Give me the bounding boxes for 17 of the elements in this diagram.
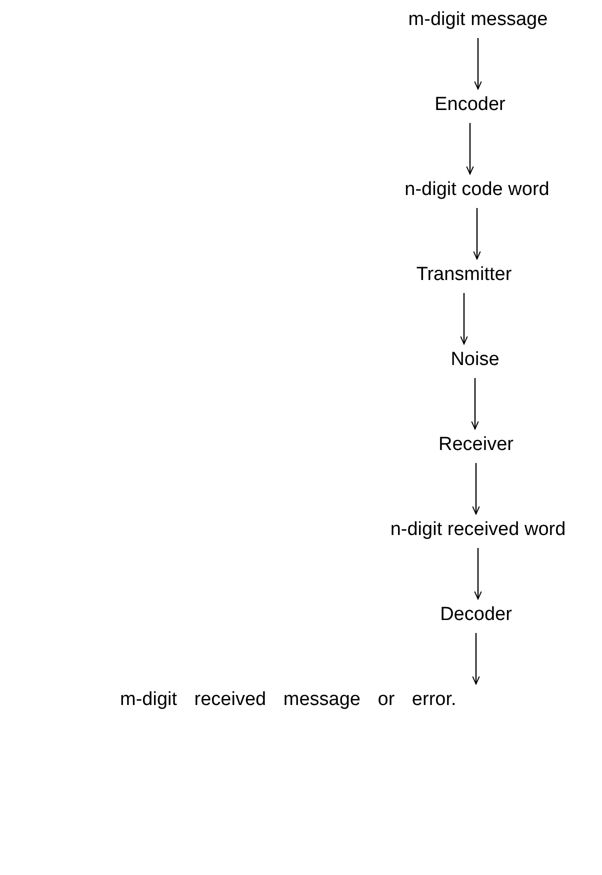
flow-step-text: n-digit received word [390, 518, 566, 542]
arrow [460, 293, 468, 344]
arrow [472, 633, 480, 684]
arrow [472, 463, 480, 514]
arrow [473, 208, 481, 260]
flow-step-text: Noise [450, 348, 500, 372]
flow-step-text: m-digit received message or error. [120, 688, 512, 712]
arrow [466, 123, 474, 174]
flow-step-text: n-digit code word [404, 178, 550, 202]
arrow [474, 38, 482, 90]
flow-step-text: Encoder [434, 93, 506, 117]
arrow [474, 548, 482, 600]
flow-step-text: Transmitter [416, 263, 512, 287]
arrow [471, 378, 479, 430]
flow-step-text: Receiver [438, 433, 514, 457]
flow-step-text: m-digit message [408, 8, 548, 32]
flow-step-text: Decoder [440, 603, 512, 627]
